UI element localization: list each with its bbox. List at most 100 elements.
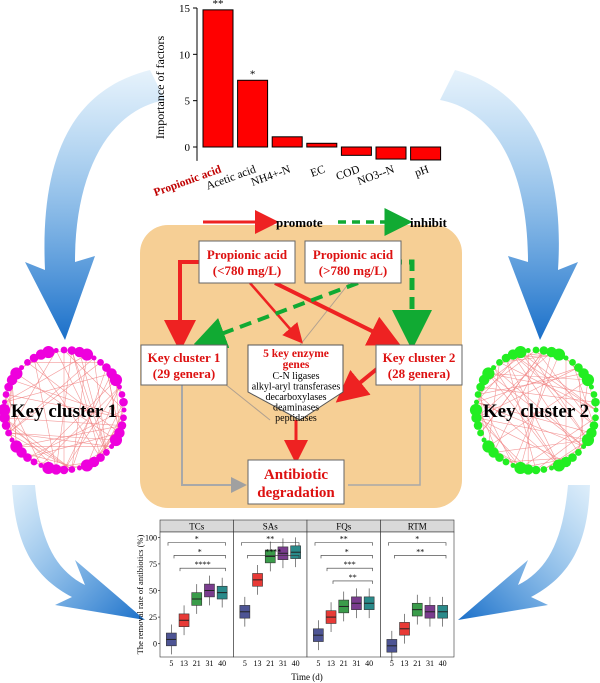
bar <box>340 146 372 156</box>
x-tick-label: 21 <box>266 659 274 668</box>
key-cluster-1-box <box>140 344 228 386</box>
network-edge <box>16 373 117 441</box>
network-edge <box>488 373 588 381</box>
promote-arrow <box>335 366 380 403</box>
x-tick-label: NH4+-N <box>250 163 293 189</box>
key-cluster-2-line2: (28 genera) <box>388 366 450 381</box>
enzyme-title1: 5 key enzyme <box>263 348 329 360</box>
key-cluster-1-line1: Key cluster 1 <box>148 350 221 365</box>
x-tick-label: EC <box>309 163 327 179</box>
key-cluster-2-line1: Key cluster 2 <box>383 350 456 365</box>
network-edge <box>11 379 124 419</box>
network-edge <box>4 417 57 470</box>
gray-connector <box>181 385 247 493</box>
enzyme-item: deaminases <box>273 403 319 414</box>
network-edge <box>5 425 72 470</box>
network-node <box>121 407 127 413</box>
network-node <box>19 365 25 371</box>
network-node <box>552 459 566 472</box>
y-tick-label: 50 <box>149 587 157 596</box>
network-node <box>575 449 582 456</box>
network-edge <box>493 350 545 453</box>
network-node <box>531 465 541 475</box>
network-node <box>569 358 576 366</box>
bar <box>202 9 234 148</box>
x-tick-label: 21 <box>340 659 348 668</box>
significance-label: **** <box>265 547 281 556</box>
network-edge <box>505 457 573 463</box>
significance-label: * <box>345 547 349 556</box>
network-node <box>5 429 12 437</box>
x-axis-label: Time (d) <box>291 672 322 682</box>
network-node <box>496 358 503 366</box>
significance-bracket <box>167 542 226 546</box>
bar <box>375 146 407 160</box>
panel-title: FQs <box>336 522 352 532</box>
significance-label: ** <box>213 0 224 10</box>
significance-bracket <box>320 555 373 559</box>
network-node <box>514 345 527 359</box>
x-tick-label: pH <box>413 164 430 180</box>
network-node <box>491 365 497 371</box>
significance-label: * <box>198 547 202 556</box>
network-edge <box>71 350 101 458</box>
network-node <box>0 403 11 417</box>
network-node <box>581 373 595 387</box>
significance-bracket <box>179 567 226 572</box>
network-node <box>563 355 569 361</box>
x-tick-label: 40 <box>439 659 447 668</box>
network-edge <box>8 350 57 434</box>
legend-promote-label: promote <box>276 215 323 230</box>
network-node <box>24 358 31 366</box>
network-edge <box>11 379 17 447</box>
network-node <box>588 384 594 390</box>
enzyme-title2: genes <box>283 359 310 371</box>
x-tick-label: 21 <box>193 659 201 668</box>
network-node <box>10 440 23 453</box>
network-node <box>540 466 548 473</box>
network-node <box>109 373 123 387</box>
network-node <box>482 440 495 453</box>
bar <box>306 142 338 148</box>
promote-arrow <box>164 260 205 352</box>
x-tick-label: 5 <box>390 659 394 668</box>
panel-title: TCs <box>189 522 205 532</box>
network-node <box>502 458 510 466</box>
network-node <box>10 367 23 380</box>
network-node <box>68 466 76 473</box>
network-node <box>477 429 484 437</box>
network-node <box>42 345 55 359</box>
promote-arrow <box>274 281 401 346</box>
propionic-acid-high-line2: (>780 mg/L) <box>319 263 387 278</box>
network-node <box>474 391 482 398</box>
degradation-box <box>247 459 345 505</box>
x-tick-label: 5 <box>316 659 320 668</box>
network-node <box>532 346 540 354</box>
key-cluster-1-line2: (29 genera) <box>153 366 215 381</box>
network-edge <box>512 354 579 453</box>
gray-connector <box>348 385 421 486</box>
network-edge <box>480 387 485 441</box>
network-edge <box>63 386 120 471</box>
network-node <box>116 384 122 390</box>
network-node <box>119 397 128 407</box>
network-node <box>481 437 487 443</box>
significance-bracket <box>332 580 373 584</box>
propionic-acid-high-line1: Propionic acid <box>313 247 394 262</box>
significance-label: ** <box>340 535 348 544</box>
network-node <box>80 459 94 472</box>
x-tick-label: 40 <box>292 659 300 668</box>
network-edge <box>512 354 597 411</box>
network-node <box>474 399 480 405</box>
network-node <box>97 358 104 366</box>
significance-label: ** <box>266 535 274 544</box>
network-node <box>539 346 549 355</box>
network-edge <box>16 425 123 447</box>
network-edge <box>578 379 589 453</box>
x-tick-label: 31 <box>352 659 360 668</box>
propionic-acid-low-line1: Propionic acid <box>207 247 288 262</box>
network-edge <box>71 350 107 453</box>
network-node <box>2 391 10 398</box>
network-node <box>103 449 110 456</box>
